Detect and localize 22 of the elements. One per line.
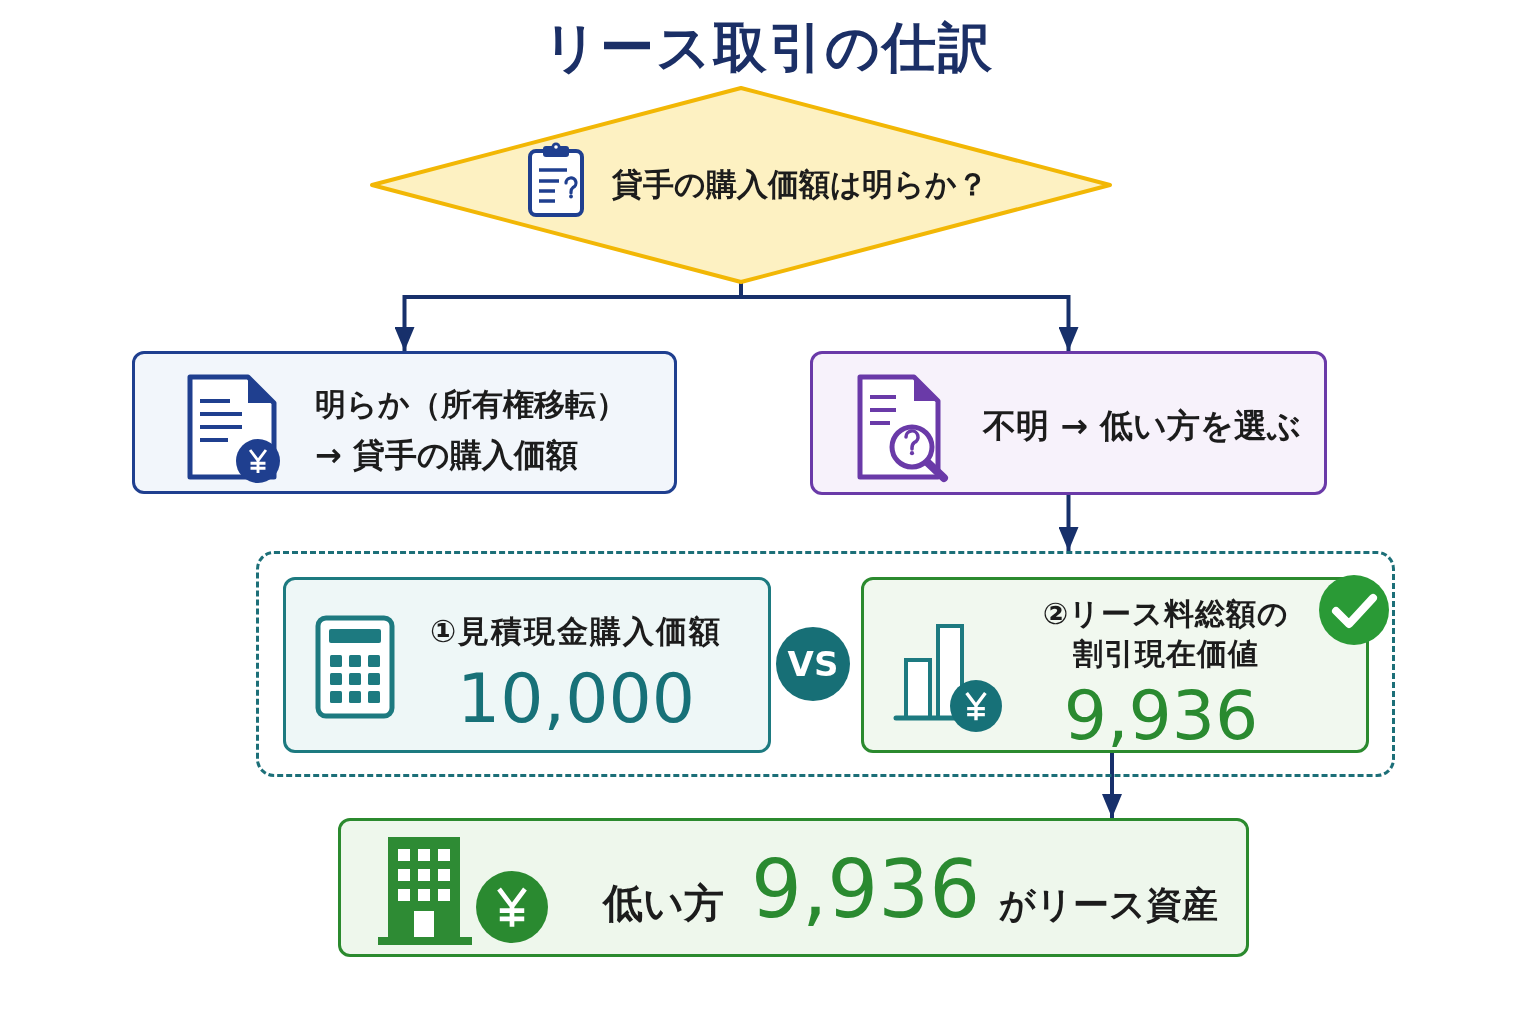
amount-text: 9,936 <box>751 844 981 936</box>
title: リース取引の仕訳 <box>542 15 994 81</box>
arrow <box>394 295 741 351</box>
process-box <box>810 351 1327 495</box>
result-text: 低い方 <box>603 880 724 926</box>
arrow <box>1058 495 1079 551</box>
heading-text: ②リース料総額の割引現在価値 <box>1041 595 1291 673</box>
amount-text: 10,000 <box>457 658 695 740</box>
result-box <box>338 818 1249 957</box>
arrow <box>741 295 1079 351</box>
question-text: 貸手の購入価額は明らか？ <box>612 166 988 204</box>
dashed-frame <box>256 551 1395 777</box>
option-box <box>283 577 771 753</box>
decision-diamond <box>372 88 1110 282</box>
box-text: → 貸手の購入価額 <box>315 435 578 475</box>
process-box <box>132 351 677 494</box>
heading-text: ①見積現金購入価額 <box>429 613 723 651</box>
vs-circle: VS <box>776 627 850 701</box>
result-text: がリース資産 <box>999 884 1219 926</box>
box-text: 明らか（所有権移転） <box>315 386 627 424</box>
amount-text: 9,936 <box>1063 675 1259 757</box>
box-text: 不明 → 低い方を選ぶ <box>983 406 1301 446</box>
